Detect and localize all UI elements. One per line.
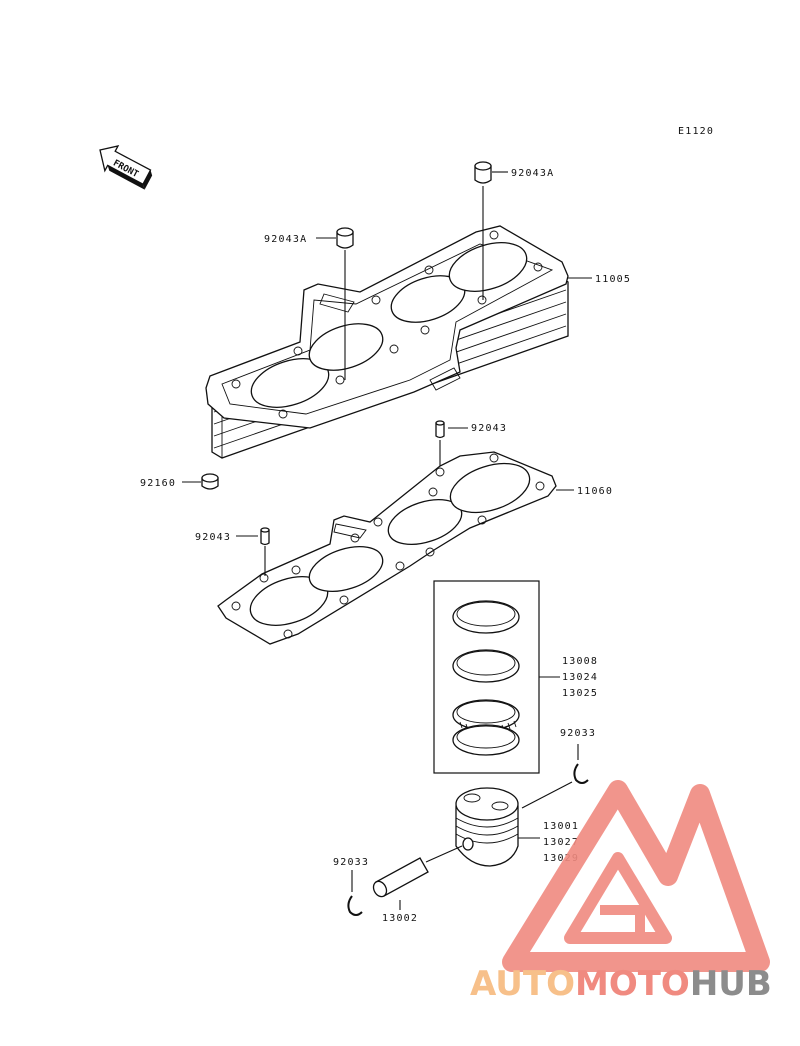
piston-ring-second bbox=[452, 649, 520, 683]
callout-13001: 13001 bbox=[543, 821, 579, 832]
callout-13027: 13027 bbox=[543, 837, 579, 848]
dowel-92043a-right bbox=[474, 161, 492, 184]
callout-11060: 11060 bbox=[577, 486, 613, 497]
leader-line bbox=[521, 781, 573, 809]
watermark-moto: MOTO bbox=[575, 964, 690, 1004]
circlip-left bbox=[347, 895, 363, 916]
callout-92043-mid: 92043 bbox=[471, 423, 507, 434]
piston-ring-top bbox=[452, 600, 520, 634]
watermark-hub: HUB bbox=[690, 964, 772, 1004]
front-arrow-icon: FRONT bbox=[99, 145, 153, 190]
circlip-right bbox=[573, 763, 589, 784]
dowel-92043-gasket bbox=[260, 527, 270, 546]
callout-92043a-right: 92043A bbox=[511, 168, 554, 179]
callout-92043a-left: 92043A bbox=[264, 234, 307, 245]
callout-92033-left: 92033 bbox=[333, 857, 369, 868]
automotohub-logo bbox=[502, 780, 770, 972]
callout-13008: 13008 bbox=[562, 656, 598, 667]
piston-pin bbox=[372, 857, 429, 898]
base-gasket bbox=[217, 451, 557, 645]
callout-13002: 13002 bbox=[382, 913, 418, 924]
cap-92160 bbox=[201, 473, 219, 490]
callout-13024: 13024 bbox=[562, 672, 598, 683]
diagram-code: E1120 bbox=[678, 126, 714, 137]
piston bbox=[455, 787, 519, 867]
callout-13029: 13029 bbox=[543, 853, 579, 864]
callout-92160: 92160 bbox=[140, 478, 176, 489]
watermark-auto: AUTO bbox=[470, 964, 575, 1004]
dowel-92043-mid bbox=[435, 420, 445, 439]
callout-92033-right: 92033 bbox=[560, 728, 596, 739]
piston-ring-oil bbox=[452, 699, 520, 756]
callout-11005: 11005 bbox=[595, 274, 631, 285]
watermark-text: AUTOMOTOHUB bbox=[470, 964, 772, 1004]
callout-13025: 13025 bbox=[562, 688, 598, 699]
leader-line bbox=[425, 845, 463, 863]
callout-92043-gasket: 92043 bbox=[195, 532, 231, 543]
cylinder-block bbox=[205, 225, 569, 459]
dowel-92043a-left bbox=[336, 227, 354, 249]
